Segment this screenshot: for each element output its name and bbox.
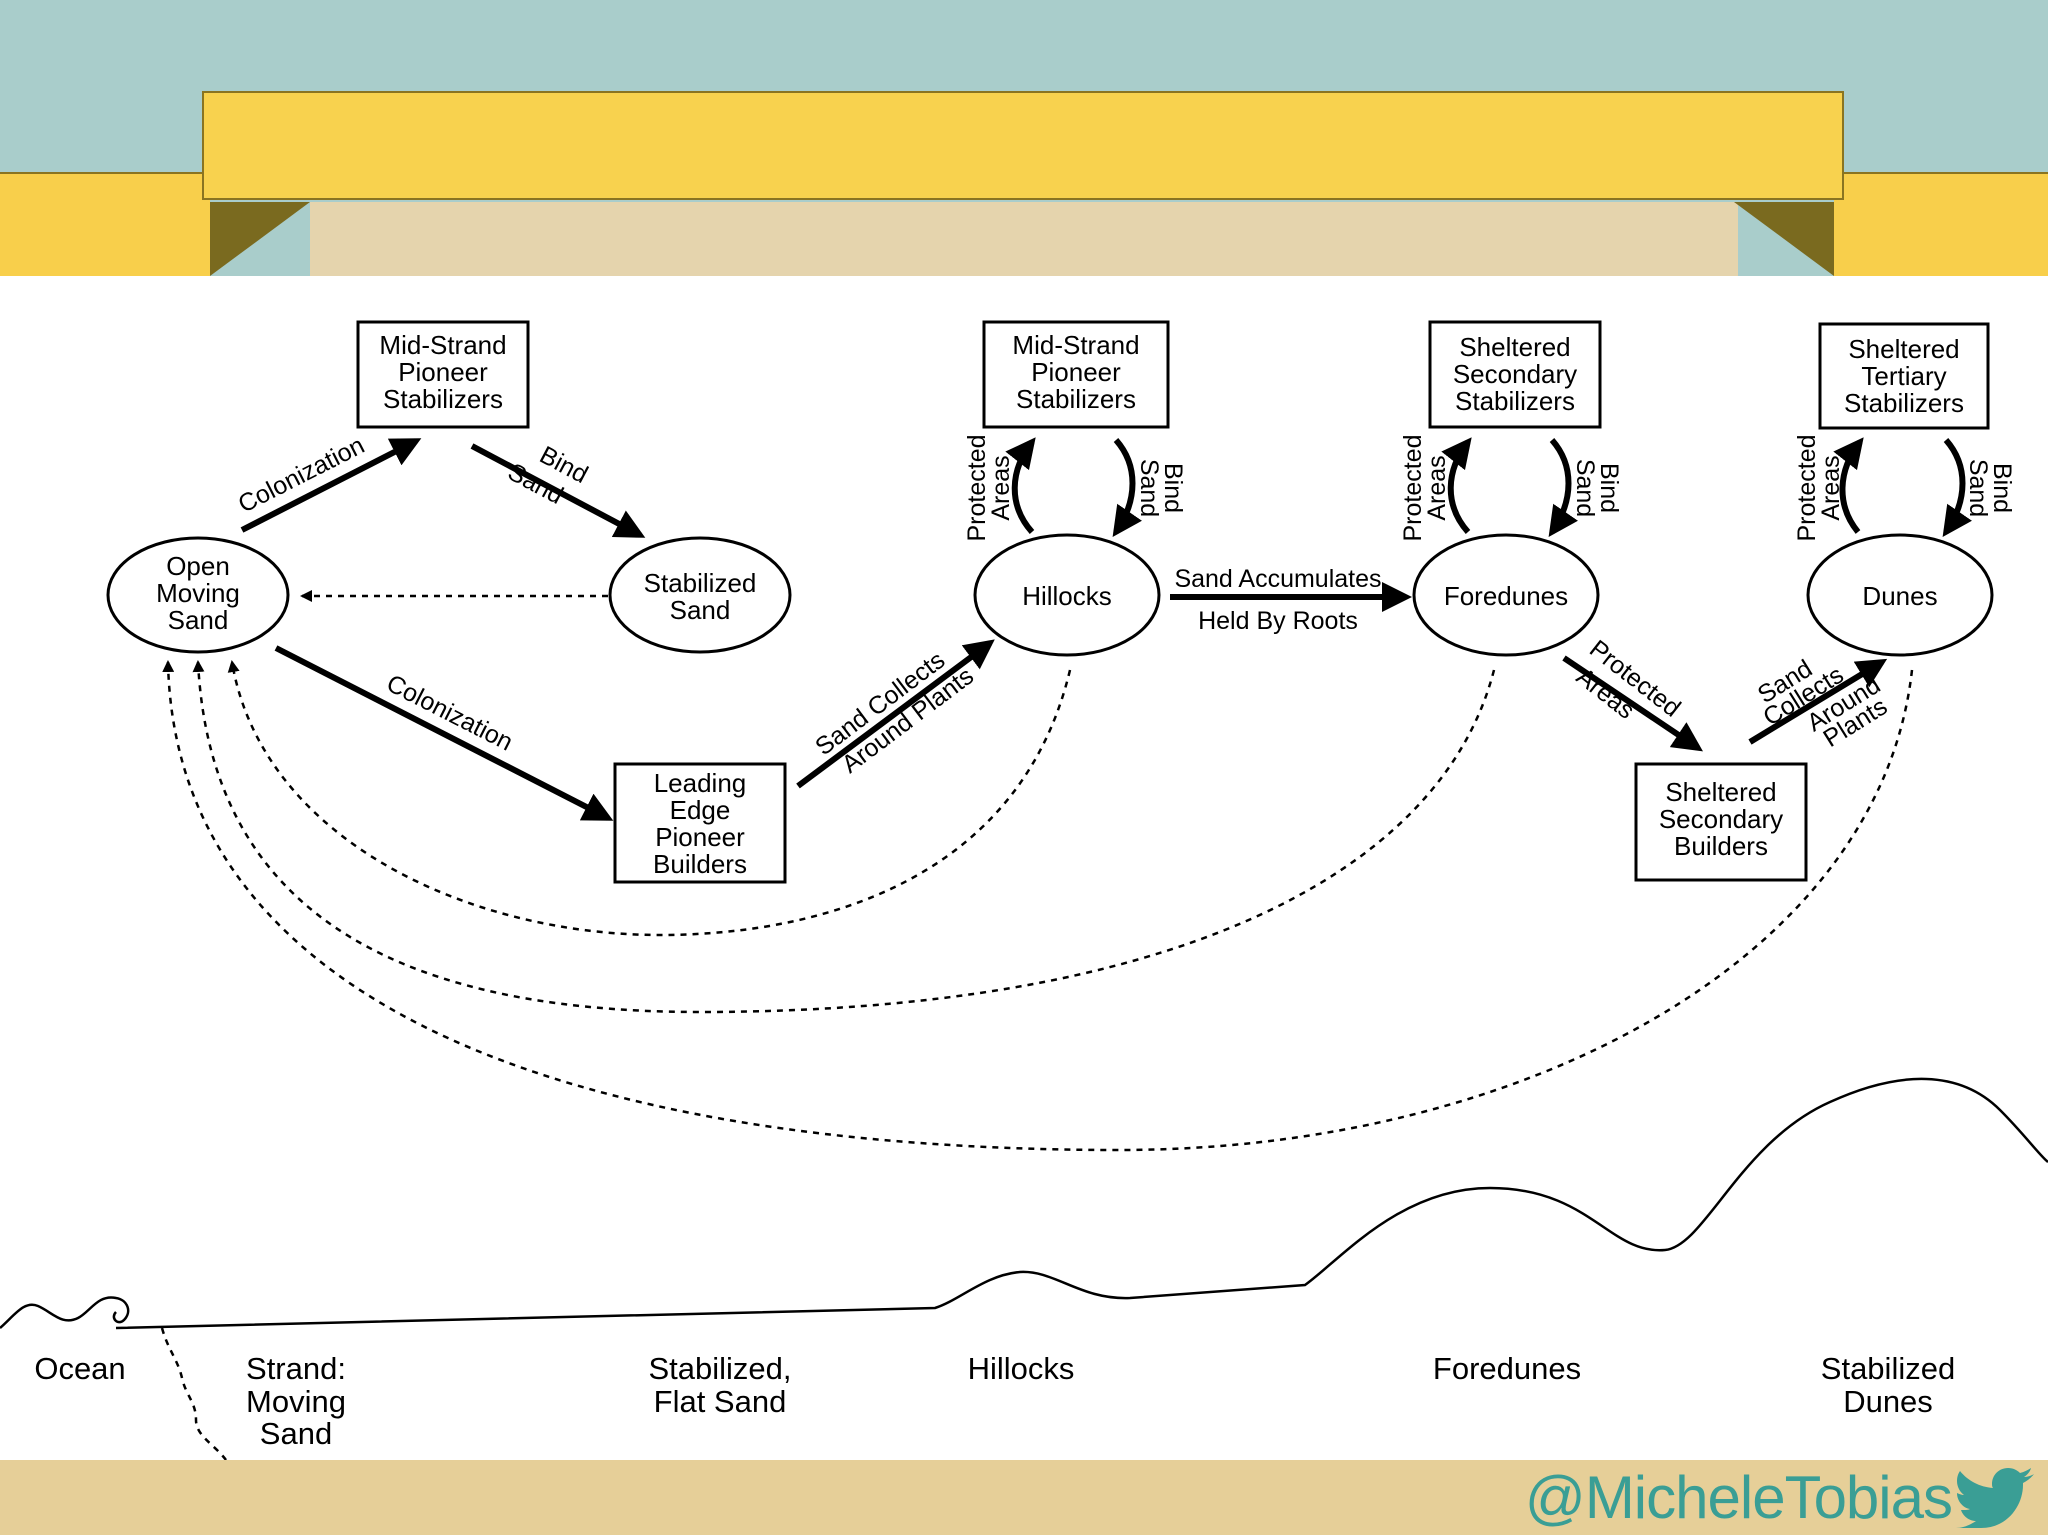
label-bind-sand-2: BindSand — [1135, 459, 1187, 517]
label-protected-areas-1: ProtectedAreas — [963, 434, 1015, 541]
beach-profile-line — [115, 1077, 2048, 1330]
arrow-protected-areas — [1562, 655, 1703, 752]
label-protected-areas-2: ProtectedAreas — [1399, 434, 1451, 541]
dashed-return-dunes — [162, 660, 1914, 1152]
svg-text:Hillocks: Hillocks — [1022, 581, 1112, 611]
loop-protected-areas-1 — [1005, 437, 1036, 534]
arrow-sand-collects — [796, 639, 995, 789]
label-bind-sand-3: BindSand — [1571, 459, 1623, 517]
node-dunes: Dunes — [1806, 533, 1994, 657]
scene-label-hillocks: Hillocks — [968, 1351, 1075, 1386]
arrow-colonization-bottom — [274, 645, 614, 821]
label-protected-areas-3: ProtectedAreas — [1793, 434, 1845, 541]
dashed-return-foredunes — [192, 660, 1496, 1014]
loop-bind-sand-2 — [1548, 438, 1578, 537]
node-foredunes: Foredunes — [1412, 533, 1600, 657]
loop-protected-areas-3 — [1833, 437, 1864, 534]
header-banner — [0, 0, 2048, 276]
twitter-handle[interactable]: @MicheleTobias — [1524, 1464, 1953, 1531]
loop-protected-areas-2 — [1441, 437, 1472, 534]
footer-bar — [0, 1460, 2048, 1535]
banner-bevel-right — [1734, 202, 1834, 276]
shoreline-dashed — [160, 1327, 227, 1460]
scene-label-flat-sand: Stabilized,Flat Sand — [648, 1351, 791, 1419]
banner-band-right — [1834, 172, 2048, 276]
banner-bevel-left — [210, 202, 310, 276]
bird-icon — [1956, 1468, 2034, 1528]
arrow-bind-sand — [470, 443, 646, 538]
node-hillocks: Hillocks — [973, 533, 1161, 657]
loop-bind-sand-1 — [1112, 438, 1142, 537]
dashed-return-hillocks — [227, 660, 1072, 937]
banner-band-left — [0, 172, 210, 276]
svg-text:Dunes: Dunes — [1862, 581, 1937, 611]
ocean-wave — [0, 1296, 130, 1329]
loop-bind-sand-3 — [1942, 438, 1972, 537]
arrow-colonization-top — [240, 438, 422, 533]
banner-well — [310, 202, 1738, 276]
scene-label-foredunes: Foredunes — [1433, 1351, 1581, 1386]
title-board — [202, 91, 1844, 200]
scene-label-ocean: Ocean — [34, 1351, 125, 1386]
arrow-sand-collects-dunes — [1748, 658, 1888, 745]
svg-text:Foredunes: Foredunes — [1444, 581, 1568, 611]
label-bind-sand-4: BindSand — [1964, 459, 2016, 517]
